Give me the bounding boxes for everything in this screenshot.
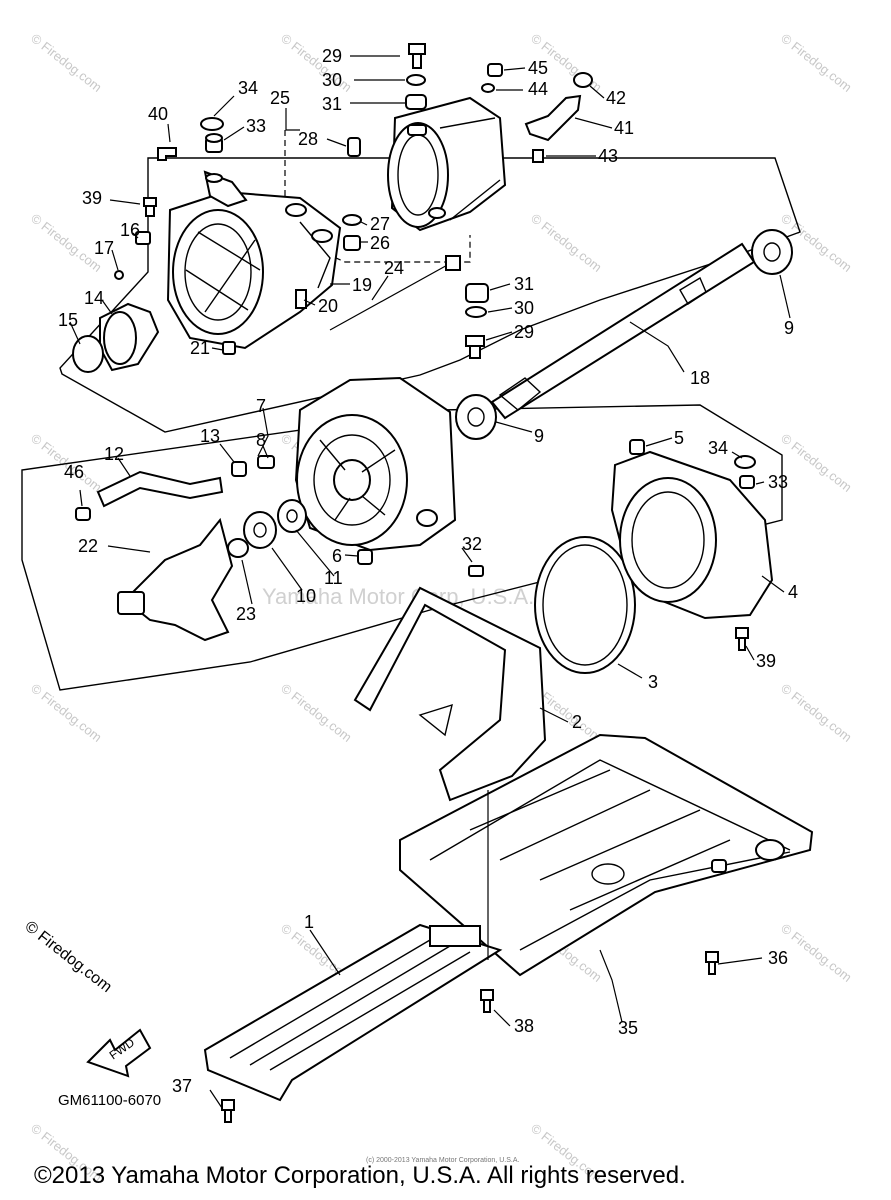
callout-1: 1 <box>304 912 314 932</box>
callout-13: 13 <box>200 426 220 446</box>
callout-numbers: 29 30 31 34 33 25 40 28 27 26 45 44 42 4… <box>58 46 798 1096</box>
diagram-code: GM61100-6070 <box>58 1092 162 1109</box>
callout-37: 37 <box>172 1076 192 1096</box>
svg-text:© Firedog.com: © Firedog.com <box>28 31 105 95</box>
callout-17: 17 <box>94 238 114 258</box>
callout-30-bottom: 30 <box>514 298 534 318</box>
callout-21: 21 <box>190 338 210 358</box>
fwd-arrow-icon: FWD <box>86 1028 152 1078</box>
upper-hardware <box>72 43 593 373</box>
callout-23: 23 <box>236 604 256 624</box>
svg-text:© Firedog.com: © Firedog.com <box>778 431 855 495</box>
impeller-assembly <box>75 455 373 642</box>
yamaha-center-watermark: Yamaha Motor Corp, U.S.A. <box>262 584 534 609</box>
callout-41: 41 <box>614 118 634 138</box>
tiny-copyright-note: (c) 2000-2013 Yamaha Motor Corporation, … <box>366 1157 520 1164</box>
svg-text:© Firedog.com: © Firedog.com <box>278 681 355 745</box>
callout-28: 28 <box>298 129 318 149</box>
callout-30-top: 30 <box>322 70 342 90</box>
leader-lines <box>69 55 791 1109</box>
callout-18: 18 <box>690 368 710 388</box>
callout-33-top: 33 <box>246 116 266 136</box>
callout-32: 32 <box>462 534 482 554</box>
steering-nozzle <box>387 96 507 232</box>
middle-group-outline <box>21 404 783 691</box>
svg-text:© Firedog.com: © Firedog.com <box>778 31 855 95</box>
callout-22: 22 <box>78 536 98 556</box>
callout-39-top: 39 <box>82 188 102 208</box>
callout-31-top: 31 <box>322 94 342 114</box>
svg-text:© Firedog.com: © Firedog.com <box>278 31 355 95</box>
callout-38: 38 <box>514 1016 534 1036</box>
callout-15: 15 <box>58 310 78 330</box>
callout-16: 16 <box>120 220 140 240</box>
svg-text:© Firedog.com: © Firedog.com <box>778 681 855 745</box>
callout-27: 27 <box>370 214 390 234</box>
callout-45: 45 <box>528 58 548 78</box>
callout-26: 26 <box>370 233 390 253</box>
callout-2: 2 <box>572 712 582 732</box>
nozzle-housing <box>166 170 342 350</box>
callout-29-top: 29 <box>322 46 342 66</box>
ride-plate <box>399 733 814 977</box>
callout-43: 43 <box>598 146 618 166</box>
callout-5: 5 <box>674 428 684 448</box>
callout-19: 19 <box>352 275 372 295</box>
svg-text:© Firedog.com: © Firedog.com <box>778 921 855 985</box>
callout-9-left: 9 <box>534 426 544 446</box>
callout-25: 25 <box>270 88 290 108</box>
svg-text:© Firedog.com: © Firedog.com <box>528 211 605 275</box>
callout-34-top: 34 <box>238 78 258 98</box>
callout-34-bottom: 34 <box>708 438 728 458</box>
callout-9-right: 9 <box>784 318 794 338</box>
callout-24: 24 <box>384 258 404 278</box>
callout-29-bottom: 29 <box>514 322 534 342</box>
callout-39-bottom: 39 <box>756 651 776 671</box>
callout-31-bottom: 31 <box>514 274 534 294</box>
callout-11: 11 <box>324 568 343 588</box>
callout-44: 44 <box>528 79 548 99</box>
intake-grate <box>203 790 503 1123</box>
callout-46: 46 <box>64 462 84 482</box>
callout-14: 14 <box>84 288 104 308</box>
callout-8: 8 <box>256 430 266 450</box>
callout-40: 40 <box>148 104 168 124</box>
pump-ring-and-cover <box>468 439 774 674</box>
callout-3: 3 <box>648 672 658 692</box>
callout-36: 36 <box>768 948 788 968</box>
callout-12: 12 <box>104 444 124 464</box>
callout-4: 4 <box>788 582 798 602</box>
callout-42: 42 <box>606 88 626 108</box>
drive-shaft <box>455 229 793 440</box>
impeller-housing <box>294 376 457 552</box>
copyright-footer: ©2013 Yamaha Motor Corporation, U.S.A. A… <box>34 1162 686 1189</box>
svg-text:© Firedog.com: © Firedog.com <box>28 681 105 745</box>
callout-6: 6 <box>332 546 342 566</box>
pump-bracket <box>353 586 547 802</box>
callout-35: 35 <box>618 1018 638 1038</box>
callout-20: 20 <box>318 296 338 316</box>
callout-33-bottom: 33 <box>768 472 788 492</box>
callout-7: 7 <box>256 396 266 416</box>
callout-10: 10 <box>296 586 316 606</box>
